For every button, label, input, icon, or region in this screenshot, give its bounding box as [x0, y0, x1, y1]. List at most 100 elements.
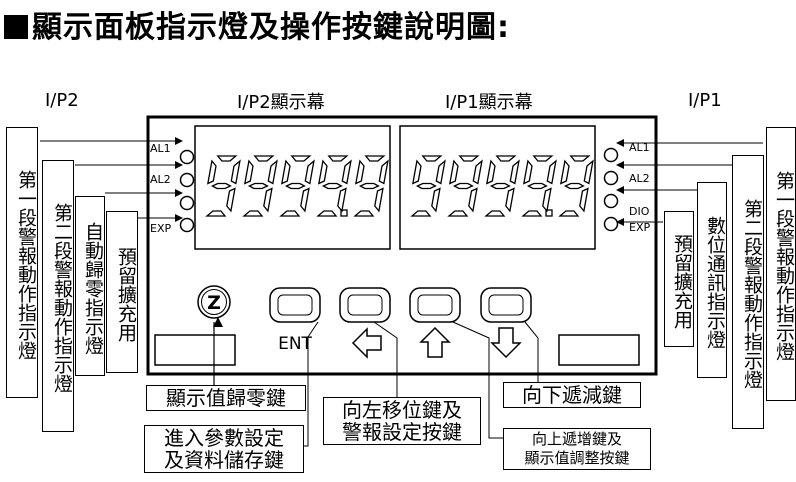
left-arrow-icon [351, 327, 382, 359]
up-arrow-icon [419, 326, 451, 358]
label-ip1-alarm2: 第二段警報動作指示燈 [732, 155, 764, 429]
segment-c-digit-0 [431, 187, 441, 213]
label-ip2-alarm2: 第二段警報動作指示燈 [42, 160, 74, 432]
segment-f-digit-0 [206, 159, 217, 185]
segment-b-digit-3 [341, 159, 352, 185]
decimal-point [545, 209, 553, 217]
ip2-exp-led [179, 217, 195, 233]
ip1-al2-led [603, 170, 619, 186]
leader-up-key [452, 321, 503, 439]
panel-frame [146, 115, 658, 376]
ip1-led-label-exp: EXP [629, 221, 650, 234]
left-shift-key[interactable] [339, 287, 391, 323]
segment-f-digit-1 [448, 159, 459, 185]
segment-b-digit-4 [378, 159, 389, 185]
label-ip2-autozero: 自動歸零指示燈 [75, 196, 105, 376]
segment-c-digit-1 [468, 187, 478, 213]
segment-a-digit-4 [569, 155, 591, 162]
segment-b-digit-4 [583, 159, 594, 185]
segment-f-digit-4 [559, 159, 570, 185]
up-key[interactable] [409, 287, 461, 323]
segment-g-digit-1 [247, 182, 269, 190]
right-blank-window [558, 334, 640, 366]
segment-a-digit-4 [364, 155, 386, 162]
segment-d-digit-1 [242, 210, 264, 217]
segment-g-digit-2 [284, 182, 306, 190]
segment-f-digit-2 [280, 159, 291, 185]
zero-key-symbol: Z [207, 292, 221, 314]
segment-b-digit-2 [509, 159, 520, 185]
down-key-desc: 向下遞減鍵 [503, 382, 641, 408]
segment-f-digit-4 [354, 159, 365, 185]
down-key[interactable] [480, 287, 532, 323]
segment-b-digit-1 [267, 159, 278, 185]
left-blank-window [154, 334, 236, 366]
ip2-display-header: I/P2顯示幕 [237, 92, 325, 113]
left-key-desc: 向左移位鍵及 警報設定按鍵 [323, 397, 481, 445]
decimal-point [340, 209, 348, 217]
segment-g-digit-0 [415, 182, 437, 190]
ip1-dio-led [603, 193, 619, 209]
segment-b-digit-1 [472, 159, 483, 185]
ip2-led-label-exp: EXP [150, 222, 171, 235]
segment-g-digit-3 [321, 182, 343, 190]
segment-g-digit-4 [358, 182, 380, 190]
title-text: 顯示面板指示燈及操作按鍵說明圖: [32, 10, 510, 45]
ip2-seven-segment-display [205, 155, 389, 217]
segment-d-digit-4 [558, 210, 580, 217]
segment-d-digit-2 [279, 210, 301, 217]
segment-g-digit-1 [452, 182, 474, 190]
segment-d-digit-0 [205, 210, 227, 217]
segment-c-digit-3 [542, 187, 552, 213]
ent-key-label: ENT [278, 334, 312, 354]
segment-b-digit-0 [230, 159, 241, 185]
label-ip1-comm: 數位通訊指示燈 [697, 182, 727, 378]
segment-f-digit-3 [522, 159, 533, 185]
segment-a-digit-3 [532, 155, 554, 162]
segment-d-digit-4 [353, 210, 375, 217]
segment-b-digit-2 [304, 159, 315, 185]
ip2-led-label-al1: AL1 [150, 142, 171, 155]
segment-f-digit-2 [485, 159, 496, 185]
ip1-header: I/P1 [688, 90, 722, 111]
label-ip2-reserved: 預留擴充用 [106, 211, 138, 373]
ip2-led-label-al2: AL2 [150, 173, 171, 186]
segment-b-digit-3 [546, 159, 557, 185]
label-ip1-alarm1: 第一段警報動作指示燈 [766, 127, 796, 401]
segment-c-digit-0 [226, 187, 236, 213]
segment-c-digit-2 [300, 187, 310, 213]
ent-key[interactable] [269, 287, 321, 323]
ip2-autozero-led [179, 195, 195, 211]
ip1-al1-led [603, 147, 619, 163]
segment-c-digit-1 [263, 187, 273, 213]
segment-g-digit-3 [526, 182, 548, 190]
ip1-led-label-al2: AL2 [629, 172, 650, 185]
ip1-display-window [399, 125, 596, 250]
ip2-al2-led [179, 172, 195, 188]
segment-a-digit-0 [216, 155, 238, 162]
down-arrow-icon [490, 327, 522, 359]
segment-g-digit-0 [210, 182, 232, 190]
zero-key-desc: 顯示值歸零鍵 [146, 385, 306, 411]
segment-c-digit-4 [579, 187, 589, 213]
segment-f-digit-1 [243, 159, 254, 185]
segment-g-digit-2 [489, 182, 511, 190]
title-square-icon [4, 15, 28, 39]
ip1-led-label-dio: DIO [629, 205, 650, 218]
ip2-display-window [194, 125, 391, 250]
segment-d-digit-3 [316, 210, 338, 217]
segment-f-digit-3 [317, 159, 328, 185]
up-key-desc: 向上遞增鍵及 顯示值調整按鍵 [503, 428, 651, 470]
segment-c-digit-3 [337, 187, 347, 213]
ent-key-desc: 進入參數設定 及資料儲存鍵 [144, 425, 304, 473]
segment-d-digit-1 [447, 210, 469, 217]
zero-key[interactable]: Z [197, 285, 231, 319]
segment-f-digit-0 [411, 159, 422, 185]
segment-c-digit-4 [374, 187, 384, 213]
leader-down-key [524, 321, 539, 382]
label-ip1-reserved: 預留擴充用 [664, 211, 694, 347]
ip2-al1-led [179, 149, 195, 165]
segment-a-digit-3 [327, 155, 349, 162]
leader-left-key [373, 321, 398, 397]
